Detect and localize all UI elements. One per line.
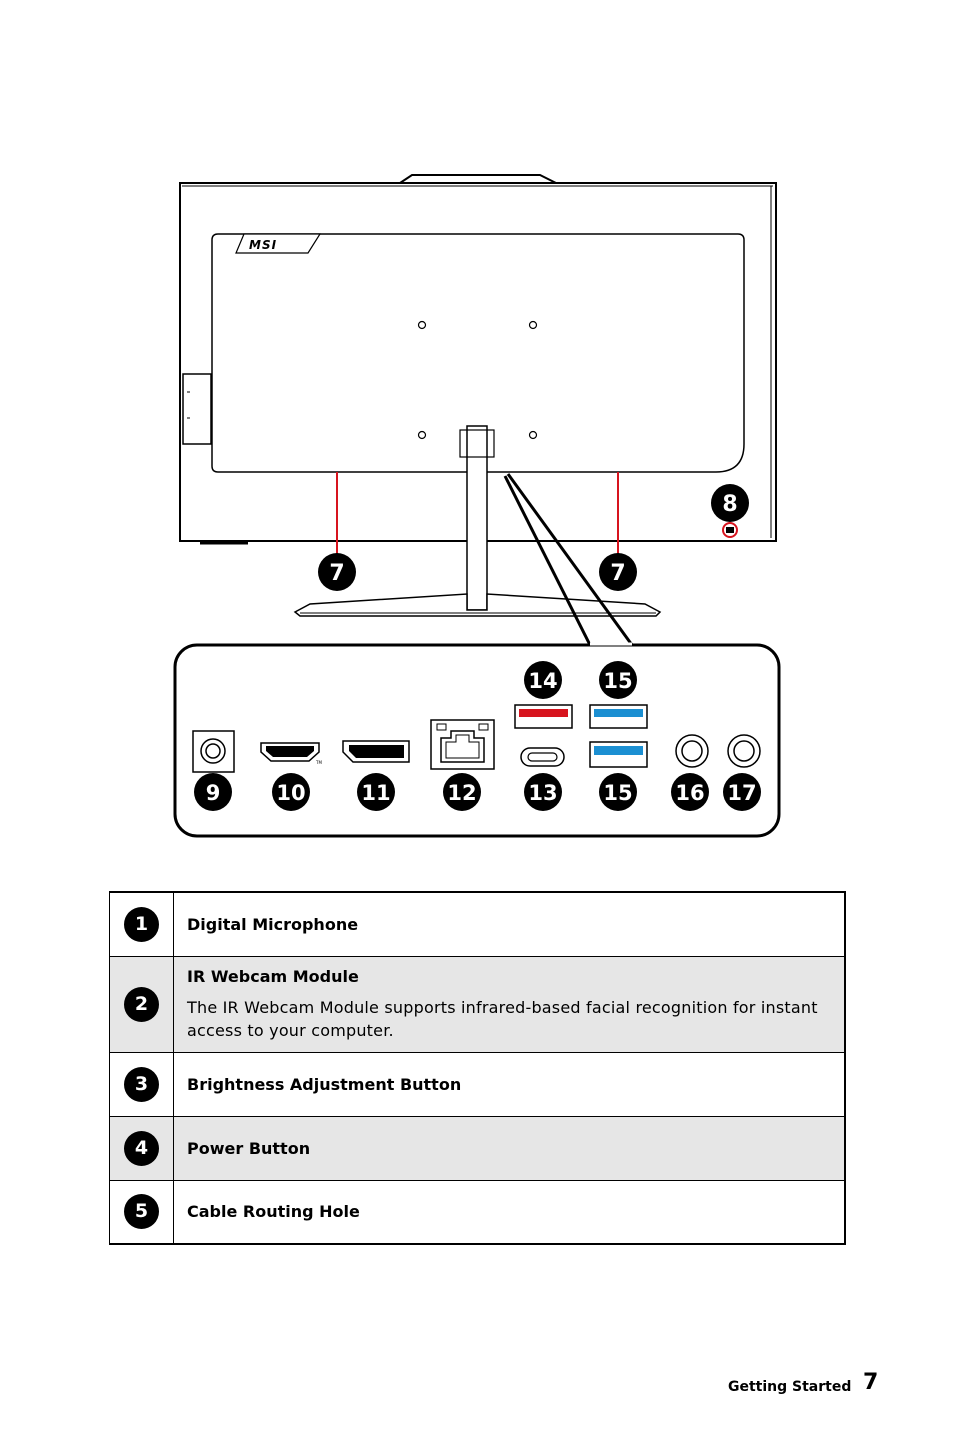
- hdmi-port-icon: TM: [260, 742, 322, 765]
- legend-item-title: IR Webcam Module: [187, 966, 359, 986]
- legend-description-cell: IR Webcam Module The IR Webcam Module su…: [173, 955, 845, 1052]
- legend-description-cell: Digital Microphone: [173, 891, 845, 956]
- callout-15-bottom: 15: [599, 773, 637, 811]
- callout-7-left: 7: [318, 553, 356, 591]
- legend-description-cell: Power Button: [173, 1115, 845, 1180]
- legend-row: 5 Cable Routing Hole: [109, 1179, 845, 1244]
- legend-row: 2 IR Webcam Module The IR Webcam Module …: [109, 955, 845, 1052]
- callout-16: 16: [671, 773, 709, 811]
- callout-13: 13: [524, 773, 562, 811]
- legend-table: 1 Digital Microphone 2 IR Webcam Module …: [109, 891, 846, 1245]
- usb-c-port-icon: [520, 747, 565, 767]
- legend-row: 1 Digital Microphone: [109, 891, 845, 956]
- brand-logo: MSI: [249, 238, 277, 252]
- callout-8: 8: [711, 484, 749, 522]
- legend-number-cell: 2: [109, 955, 174, 1052]
- svg-text:16: 16: [675, 781, 704, 805]
- lan-port-icon: [430, 719, 495, 770]
- svg-text:15: 15: [603, 781, 632, 805]
- footer-page-number: 7: [863, 1370, 879, 1395]
- legend-item-title: Cable Routing Hole: [187, 1202, 360, 1222]
- legend-item-body: The IR Webcam Module supports infrared-b…: [187, 997, 818, 1040]
- footer-section-title: Getting Started: [728, 1379, 852, 1395]
- callout-11: 11: [357, 773, 395, 811]
- legend-description-cell: Cable Routing Hole: [173, 1179, 845, 1244]
- legend-number-badge: 3: [124, 1066, 159, 1102]
- svg-text:9: 9: [206, 781, 221, 805]
- brand-logo-text: MSI: [249, 238, 277, 252]
- usb-a-blue-top-port-icon: [589, 704, 648, 729]
- audio-jack-2-icon: [727, 734, 761, 768]
- legend-row: 4 Power Button: [109, 1115, 845, 1180]
- legend-number-badge: 5: [124, 1194, 159, 1230]
- svg-text:7: 7: [329, 561, 344, 586]
- svg-text:13: 13: [528, 781, 557, 805]
- legend-item-title: Digital Microphone: [187, 914, 359, 934]
- callout-12: 12: [443, 773, 481, 811]
- svg-text:12: 12: [447, 781, 476, 805]
- rear-view-diagram: MSI 7 7 8 TM: [173, 174, 781, 838]
- legend-description-cell: Brightness Adjustment Button: [173, 1051, 845, 1116]
- legend-row: 3 Brightness Adjustment Button: [109, 1051, 845, 1116]
- svg-text:15: 15: [603, 669, 632, 693]
- callout-7-right: 7: [599, 553, 637, 591]
- rear-panel: [211, 233, 745, 473]
- callout-9: 9: [194, 773, 232, 811]
- stand-neck: [466, 425, 488, 611]
- audio-jack-1-icon: [675, 734, 709, 768]
- callout-14: 14: [524, 661, 562, 699]
- svg-text:7: 7: [610, 561, 625, 586]
- svg-text:14: 14: [528, 669, 557, 693]
- webcam-bump: [399, 174, 557, 184]
- svg-text:17: 17: [727, 781, 756, 805]
- legend-number-cell: 3: [109, 1051, 174, 1116]
- callout-15-top: 15: [599, 661, 637, 699]
- callout-10: 10: [272, 773, 310, 811]
- legend-item-title: Power Button: [187, 1138, 311, 1158]
- legend-item-title: Brightness Adjustment Button: [187, 1074, 462, 1094]
- svg-text:TM: TM: [315, 760, 322, 765]
- displayport-port-icon: [342, 740, 410, 763]
- usb-a-red-port-icon: [514, 704, 573, 729]
- svg-text:10: 10: [276, 781, 305, 805]
- legend-number-badge: 4: [124, 1130, 159, 1166]
- legend-number-badge: 2: [124, 986, 159, 1022]
- svg-text:8: 8: [722, 492, 737, 517]
- svg-text:11: 11: [361, 781, 390, 805]
- dc-in-port-icon: [192, 730, 235, 773]
- usb-a-blue-bottom-port-icon: [589, 741, 648, 768]
- legend-number-cell: 4: [109, 1115, 174, 1180]
- legend-number-badge: 1: [124, 906, 159, 942]
- callout-17: 17: [723, 773, 761, 811]
- legend-number-cell: 1: [109, 891, 174, 956]
- side-button-panel: [182, 373, 212, 445]
- legend-number-cell: 5: [109, 1179, 174, 1244]
